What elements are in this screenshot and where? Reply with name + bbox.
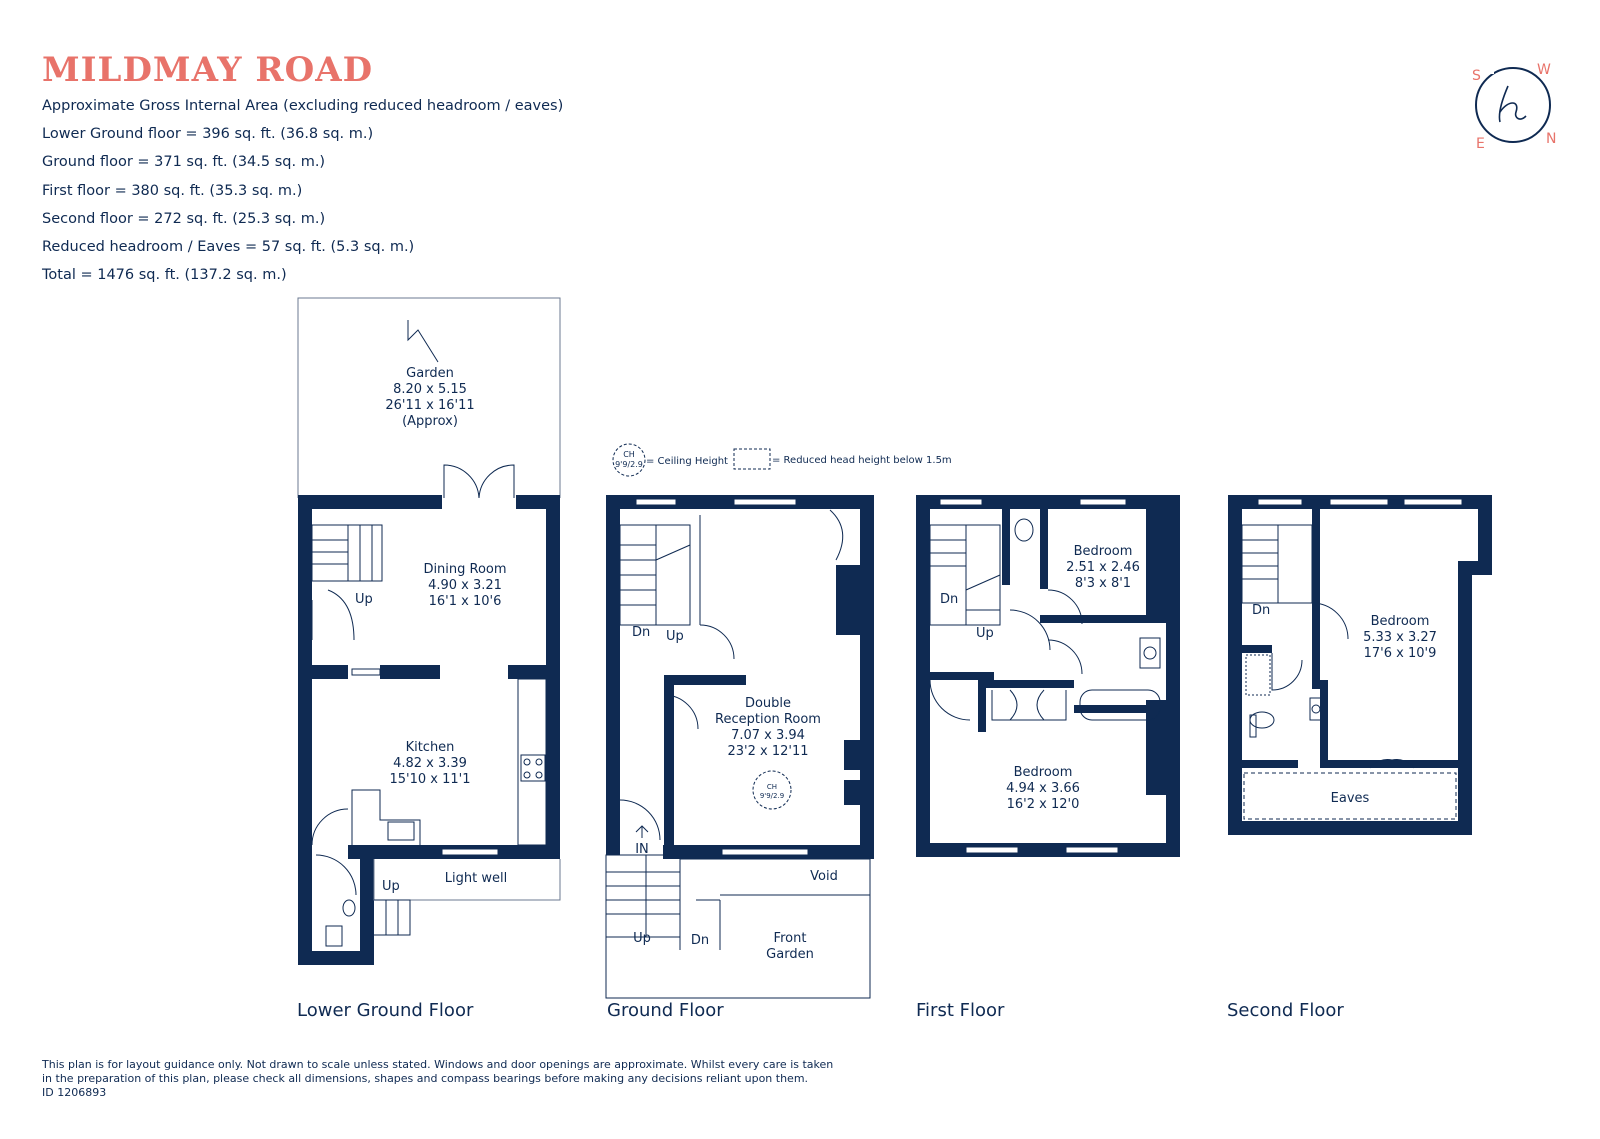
reception-ch-value: 9'9/2.9 bbox=[760, 792, 784, 800]
logo-h-icon bbox=[1498, 85, 1527, 123]
disclaimer-line: This plan is for layout guidance only. N… bbox=[42, 1058, 834, 1071]
garden-outline bbox=[297, 297, 561, 498]
area-line: Lower Ground floor = 396 sq. ft. (36.8 s… bbox=[42, 126, 374, 143]
legend-ch-value: 9'9/2.9 bbox=[615, 460, 643, 469]
area-summary: Approximate Gross Internal Area (excludi… bbox=[42, 92, 563, 289]
light-well-label: Light well bbox=[445, 871, 507, 886]
compass-w: W bbox=[1537, 62, 1551, 78]
ceiling-height-symbol bbox=[612, 443, 646, 477]
stairs-up-label-first: Up bbox=[976, 626, 994, 641]
bedroom-second-size-m: 5.33 x 3.27 bbox=[1363, 630, 1437, 645]
area-line: Ground floor = 371 sq. ft. (34.5 sq. m.) bbox=[42, 154, 326, 171]
area-line: Second floor = 272 sq. ft. (25.3 sq. m.) bbox=[42, 210, 326, 227]
legend-ceiling-text: = Ceiling Height bbox=[646, 456, 728, 467]
garden-label: Garden bbox=[406, 366, 454, 381]
compass-e: E bbox=[1476, 136, 1485, 152]
stairs-up-label-ground: Up bbox=[666, 629, 684, 644]
bedroom-small-size-m: 2.51 x 2.46 bbox=[1066, 560, 1140, 575]
bath-icon bbox=[1079, 689, 1161, 721]
kitchen-size-m: 4.82 x 3.39 bbox=[393, 756, 467, 771]
area-line: Total = 1476 sq. ft. (137.2 sq. m.) bbox=[42, 267, 287, 284]
compass-n: N bbox=[1546, 131, 1556, 147]
floor-label-second: Second Floor bbox=[1227, 1000, 1344, 1021]
floor-label-ground: Ground Floor bbox=[607, 1000, 724, 1021]
garden-approx: (Approx) bbox=[402, 414, 458, 429]
eaves-reduced-area bbox=[1243, 772, 1457, 820]
stairs-up-label-lightwell: Up bbox=[382, 879, 400, 894]
stairs-dn-label-second: Dn bbox=[1252, 603, 1270, 618]
floor-label-first: First Floor bbox=[916, 1000, 1005, 1021]
area-heading: Approximate Gross Internal Area (excludi… bbox=[42, 98, 564, 114]
compass-ring bbox=[1475, 67, 1551, 143]
disclaimer: This plan is for layout guidance only. N… bbox=[42, 1058, 833, 1100]
reception-label-2: Reception Room bbox=[715, 712, 821, 727]
front-garden-label-2: Garden bbox=[766, 947, 814, 962]
void-label: Void bbox=[810, 869, 838, 884]
kitchen-label: Kitchen bbox=[406, 740, 455, 755]
basin-icon bbox=[1139, 637, 1161, 669]
lower-ground-floor-plan: Garden 8.20 x 5.15 26'11 x 16'11 (Approx… bbox=[297, 297, 561, 965]
sink-icon bbox=[387, 821, 415, 841]
second-floor-plan: Dn Bedroom 5.33 x 3.27 17'6 x 10'9 Eaves bbox=[1228, 495, 1492, 835]
stairs-dn-label: Dn bbox=[632, 625, 650, 640]
stairs-up-label: Up bbox=[355, 592, 373, 607]
reception-size-ft: 23'2 x 12'11 bbox=[727, 744, 808, 759]
bedroom-first-size-ft: 16'2 x 12'0 bbox=[1007, 797, 1080, 812]
bedroom-second-label: Bedroom bbox=[1371, 614, 1430, 629]
area-line: First floor = 380 sq. ft. (35.3 sq. m.) bbox=[42, 182, 303, 199]
area-line: Reduced headroom / Eaves = 57 sq. ft. (5… bbox=[42, 239, 415, 256]
entrance-arrow-icon bbox=[635, 825, 649, 838]
compass-s: S bbox=[1472, 68, 1481, 84]
shower-icon bbox=[1245, 654, 1271, 696]
garden-size-ft: 26'11 x 16'11 bbox=[385, 398, 474, 413]
front-stairs-up: Up bbox=[633, 931, 651, 946]
plan-id: ID 1206893 bbox=[42, 1086, 107, 1099]
eaves-label: Eaves bbox=[1331, 791, 1370, 806]
bedroom-small-size-ft: 8'3 x 8'1 bbox=[1075, 576, 1131, 591]
bedroom-small-label: Bedroom bbox=[1074, 544, 1133, 559]
first-floor-plan: Dn Up Bedroom 2.51 x 2.46 8'3 x 8'1 Bedr… bbox=[916, 495, 1180, 857]
dining-room-size-ft: 16'1 x 10'6 bbox=[429, 594, 502, 609]
kitchen-size-ft: 15'10 x 11'1 bbox=[389, 772, 470, 787]
compass-logo: S W E N bbox=[1472, 62, 1556, 152]
entrance-in-label: IN bbox=[635, 842, 649, 857]
reception-size-m: 7.07 x 3.94 bbox=[731, 728, 805, 743]
garden-size-m: 8.20 x 5.15 bbox=[393, 382, 467, 397]
legend: CH 9'9/2.9 = Ceiling Height = Reduced he… bbox=[612, 443, 952, 477]
stairs-dn-label-first: Dn bbox=[940, 592, 958, 607]
bedroom-first-label: Bedroom bbox=[1014, 765, 1073, 780]
reception-ch: CH bbox=[767, 783, 777, 791]
floor-label-lower: Lower Ground Floor bbox=[297, 1000, 474, 1021]
reduced-height-symbol bbox=[733, 448, 771, 470]
legend-reduced-text: = Reduced head height below 1.5m bbox=[772, 455, 952, 466]
bedroom-first-size-m: 4.94 x 3.66 bbox=[1006, 781, 1080, 796]
legend-ch: CH bbox=[623, 450, 635, 459]
dining-room-size-m: 4.90 x 3.21 bbox=[428, 578, 502, 593]
disclaimer-line: in the preparation of this plan, please … bbox=[42, 1072, 809, 1085]
ground-floor-plan: Dn Up Double Reception Room 7.07 x 3.94 … bbox=[605, 495, 874, 999]
hob-icon bbox=[520, 754, 546, 782]
bedroom-second-size-ft: 17'6 x 10'9 bbox=[1364, 646, 1437, 661]
garden-path-icon bbox=[407, 320, 439, 363]
reception-label-1: Double bbox=[745, 696, 791, 711]
dining-room-label: Dining Room bbox=[423, 562, 506, 577]
property-title: MILDMAY ROAD bbox=[42, 50, 374, 90]
front-garden-label-1: Front bbox=[774, 931, 807, 946]
front-stairs-dn: Dn bbox=[691, 933, 709, 948]
